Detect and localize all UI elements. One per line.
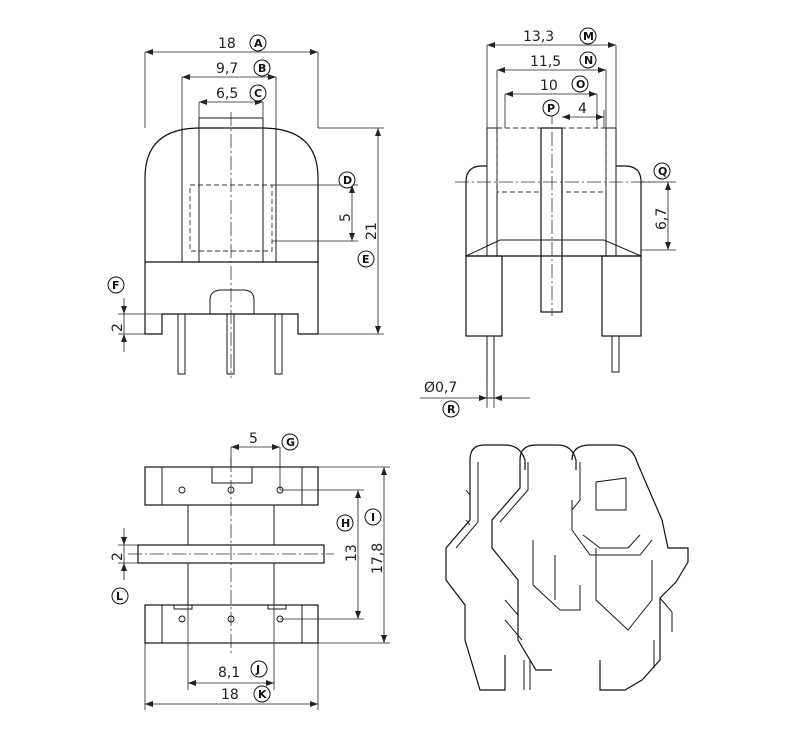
label-circle-q — [653, 162, 671, 180]
label-p: P — [547, 102, 555, 115]
label-k: K — [258, 688, 267, 701]
label-h: H — [341, 517, 350, 530]
front-view — [144, 112, 319, 378]
dim-bottom-17-8: 17,8 — [370, 543, 386, 574]
label-m: M — [583, 30, 594, 43]
dim-top-13-3: 13,3 — [523, 29, 554, 45]
label-circle-c — [249, 84, 267, 102]
side-view — [455, 110, 656, 399]
dim-width-6-5: 6,5 — [216, 86, 238, 102]
label-d: D — [343, 174, 352, 187]
label-circle-a — [249, 34, 267, 52]
label-circle-b — [253, 59, 271, 77]
label-circle-r — [442, 400, 460, 418]
label-circle-d — [338, 171, 356, 189]
label-circle-j — [250, 660, 268, 678]
dim-width-18: 18 — [218, 36, 236, 52]
label-circle-e — [357, 250, 375, 268]
label-i: I — [371, 511, 375, 524]
label-f: F — [112, 279, 120, 292]
label-j: J — [255, 663, 260, 676]
label-r: R — [447, 403, 456, 416]
label-circle-n — [579, 51, 597, 69]
label-o: O — [576, 78, 585, 91]
dim-bottom-2: 2 — [110, 552, 126, 561]
dim-bottom-18: 18 — [221, 687, 239, 703]
label-l: L — [116, 590, 123, 603]
label-b: B — [258, 62, 266, 75]
label-circle-l — [111, 587, 129, 605]
label-e: E — [362, 253, 370, 266]
dim-top-4: 4 — [578, 101, 587, 117]
label-circle-m — [579, 27, 597, 45]
isometric-view — [445, 444, 689, 691]
side-view-dimensions: 13,3 11,5 10 4 6,7 Ø0,7 M N O P Q R — [420, 27, 676, 418]
label-n: N — [584, 54, 593, 67]
label-q: Q — [658, 165, 667, 178]
label-circle-h — [336, 514, 354, 532]
label-circle-o — [571, 75, 589, 93]
dim-height-2: 2 — [110, 323, 126, 332]
dim-width-9-7: 9,7 — [216, 61, 238, 77]
bottom-view — [128, 458, 334, 656]
dim-side-6-7: 6,7 — [654, 208, 670, 230]
front-view-dimensions: 18 9,7 6,5 5 21 2 A B C D E F — [107, 34, 384, 352]
dim-bottom-13: 13 — [344, 544, 360, 562]
dim-top-10: 10 — [540, 78, 558, 94]
dim-height-5: 5 — [338, 213, 354, 222]
label-a: A — [254, 37, 263, 50]
dim-pin-diameter: Ø0,7 — [424, 380, 457, 396]
label-circle-i — [364, 508, 382, 526]
dim-height-21: 21 — [364, 222, 380, 240]
dim-top-11-5: 11,5 — [530, 54, 561, 70]
label-g: G — [286, 436, 295, 449]
label-circle-g — [281, 433, 299, 451]
label-c: C — [254, 87, 262, 100]
label-circle-f — [107, 276, 125, 294]
label-circle-k — [253, 685, 271, 703]
bottom-view-dimensions: 5 13 17,8 2 8,1 18 G H I J K L — [110, 431, 390, 710]
dim-bottom-5: 5 — [249, 431, 258, 447]
label-circle-p — [542, 99, 560, 117]
dim-bottom-8-1: 8,1 — [218, 665, 240, 681]
